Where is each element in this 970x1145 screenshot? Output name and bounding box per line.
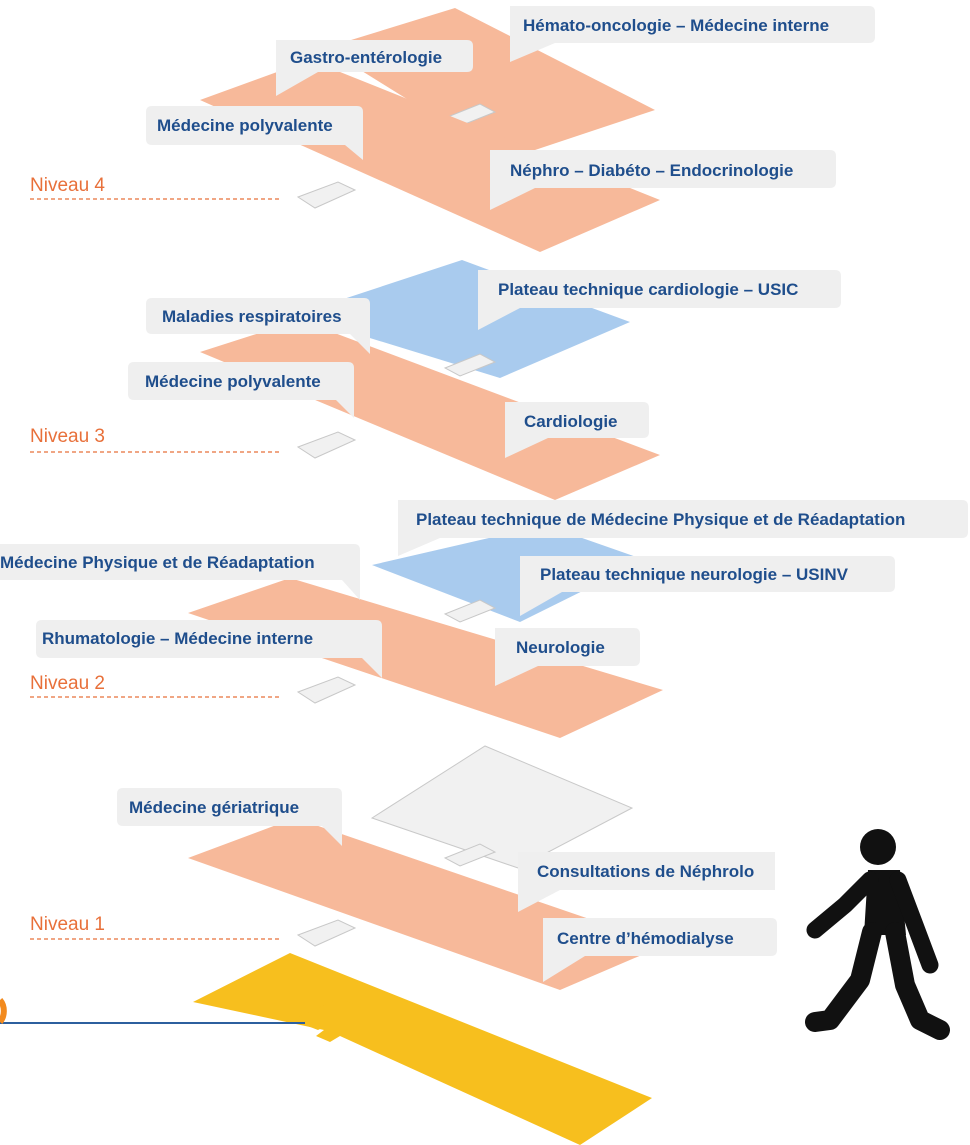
service-label: Médecine polyvalente	[145, 372, 321, 391]
callout-respi: Maladies respiratoires	[146, 298, 370, 354]
service-label: Néphro – Diabéto – Endocrinologie	[510, 161, 793, 180]
callout-hemato: Hémato-oncologie – Médecine interne	[510, 6, 875, 62]
plateau-cardio-block	[295, 260, 630, 378]
service-label: Plateau technique de Médecine Physique e…	[416, 510, 905, 529]
callout-med-poly-4: Médecine polyvalente	[146, 106, 363, 160]
service-label: Hémato-oncologie – Médecine interne	[523, 16, 829, 35]
service-label: Médecine polyvalente	[157, 116, 333, 135]
connector-1-back	[443, 843, 497, 867]
niveau-2-floors	[188, 525, 663, 738]
callout-plateau-neuro: Plateau technique neurologie – USINV	[520, 556, 895, 616]
callout-geriatrie: Médecine gériatrique	[117, 788, 342, 846]
ground-floor-stub	[292, 998, 362, 1030]
level-label-2: Niveau 2	[30, 673, 105, 694]
connector-2-front	[296, 676, 357, 704]
connector-3-front	[296, 431, 357, 459]
callout-consult-nephro: Consultations de Néphrolo	[518, 852, 775, 912]
ground-floor	[193, 953, 652, 1145]
callout-rhumato: Rhumatologie – Médecine interne	[36, 620, 382, 678]
ground-floor-slab	[193, 953, 652, 1145]
service-label: Consultations de Néphrolo	[537, 862, 754, 881]
service-label: Plateau technique neurologie – USINV	[540, 565, 849, 584]
service-label: Centre d’hémodialyse	[557, 929, 734, 948]
service-label: Médecine gériatrique	[129, 798, 299, 817]
callout-nephro: Néphro – Diabéto – Endocrinologie	[490, 150, 836, 210]
callout-plateau-cardio: Plateau technique cardiologie – USIC	[478, 270, 841, 330]
callout-neuro: Neurologie	[495, 628, 640, 686]
service-label: Médecine Physique et de Réadaptation	[0, 553, 315, 572]
pedestrian-icon	[805, 829, 950, 1040]
connector-2-back	[443, 599, 497, 623]
service-label: Plateau technique cardiologie – USIC	[498, 280, 798, 299]
callout-med-poly-3: Médecine polyvalente	[128, 362, 354, 418]
service-label: Cardiologie	[524, 412, 618, 431]
service-label: Rhumatologie – Médecine interne	[42, 629, 313, 648]
callout-hemodialyse: Centre d’hémodialyse	[543, 918, 777, 982]
level-label-4: Niveau 4	[30, 175, 105, 196]
niveau-1-upper-block	[370, 745, 634, 869]
plateau-mpr-block	[372, 525, 645, 622]
connector-1-front	[296, 919, 357, 947]
service-label: Neurologie	[516, 638, 605, 657]
callout-mpr: Médecine Physique et de Réadaptation	[0, 544, 360, 600]
level-label-1: Niveau 1	[30, 914, 105, 935]
connector-4-front	[296, 181, 357, 209]
level-labels: Niveau 4 Niveau 3 Niveau 2 Niveau 1	[30, 175, 280, 940]
service-label: Gastro-entérologie	[290, 48, 442, 67]
orange-marker	[0, 998, 7, 1024]
level-label-3: Niveau 3	[30, 426, 105, 447]
callout-cardio: Cardiologie	[505, 402, 649, 458]
niveau-1-main-wing	[188, 818, 665, 990]
callout-plateau-mpr: Plateau technique de Médecine Physique e…	[398, 500, 968, 556]
service-label: Maladies respiratoires	[162, 307, 342, 326]
callout-gastro: Gastro-entérologie	[276, 40, 473, 96]
connector-3-back	[443, 353, 497, 377]
niveau-2-main-wing	[188, 578, 663, 738]
